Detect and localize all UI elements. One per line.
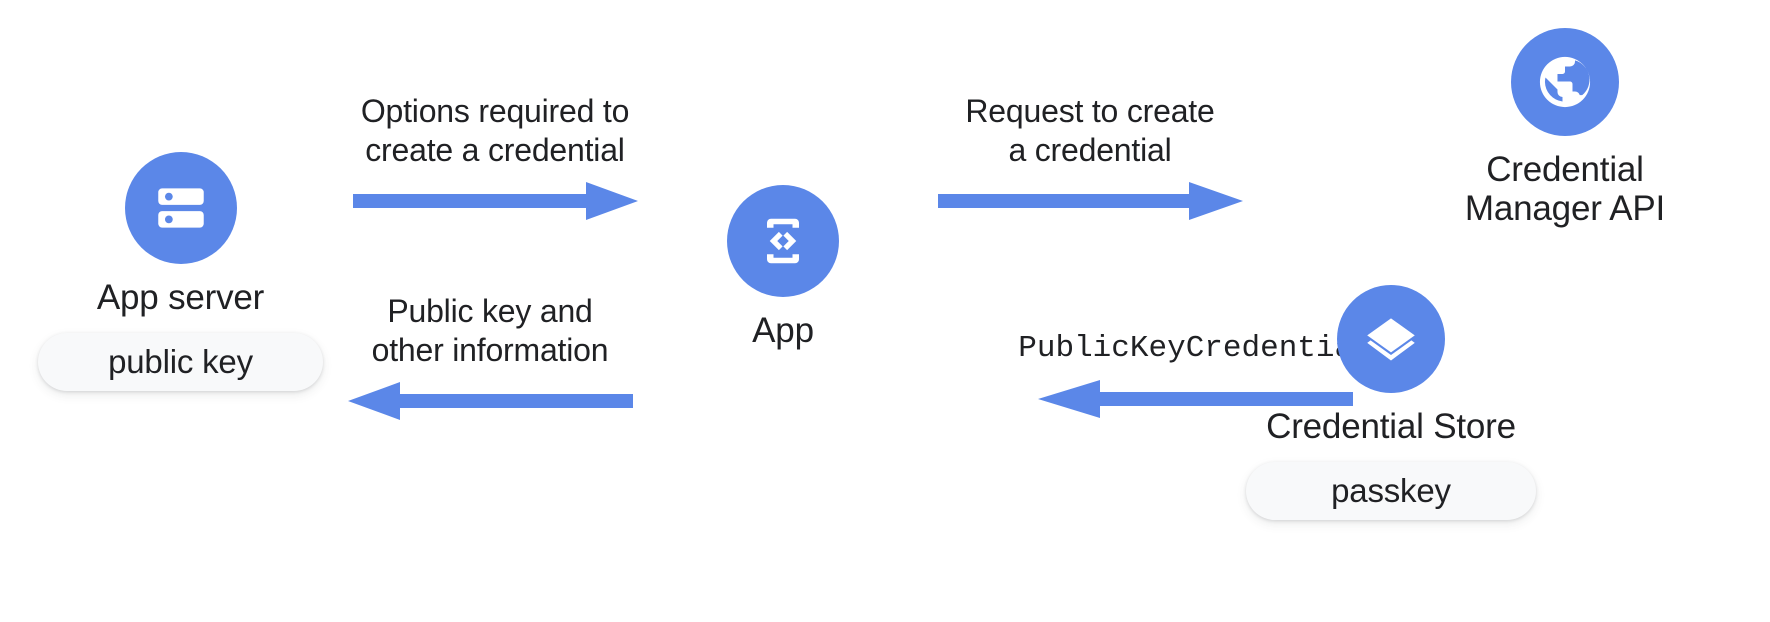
- server-icon: [124, 152, 237, 264]
- globe-icon: [1511, 28, 1619, 136]
- arrow-left-glyph: [347, 382, 633, 421]
- pill-public-key: public key: [38, 333, 323, 392]
- node-credential-manager-api-label: Credential Manager API: [1464, 150, 1666, 229]
- arrow-public-key-response: Public key and other information: [340, 292, 640, 422]
- arrow-request-to-create-label: Request to create a credential: [965, 93, 1215, 169]
- arrow-public-key-response-label: Public key and other information: [371, 293, 609, 369]
- pill-passkey: passkey: [1246, 462, 1536, 521]
- arrow-right-glyph: [937, 182, 1243, 221]
- node-credential-store: Credential Store passkey: [1246, 285, 1536, 521]
- layers-icon: [1337, 285, 1445, 393]
- node-app: App: [713, 185, 853, 350]
- node-app-server-label: App server: [96, 278, 265, 317]
- arrow-request-to-create: Request to create a credential: [930, 92, 1250, 222]
- arrow-publickeycredential-response-label: PublicKeyCredential: [1018, 331, 1372, 366]
- arrow-publickeycredential-response: PublicKeyCredential: [1018, 330, 1372, 420]
- arrow-left-glyph: [1037, 379, 1353, 418]
- arrow-right-glyph: [352, 182, 638, 221]
- arrow-options-required-label: Options required to create a credential: [360, 93, 630, 169]
- node-credential-manager-api: Credential Manager API: [1440, 28, 1690, 228]
- app-code-icon: [727, 185, 839, 297]
- node-credential-store-label: Credential Store: [1266, 407, 1516, 446]
- node-app-server: App server public key: [38, 152, 323, 392]
- node-app-label: App: [752, 311, 814, 350]
- arrow-options-required: Options required to create a credential: [345, 92, 645, 222]
